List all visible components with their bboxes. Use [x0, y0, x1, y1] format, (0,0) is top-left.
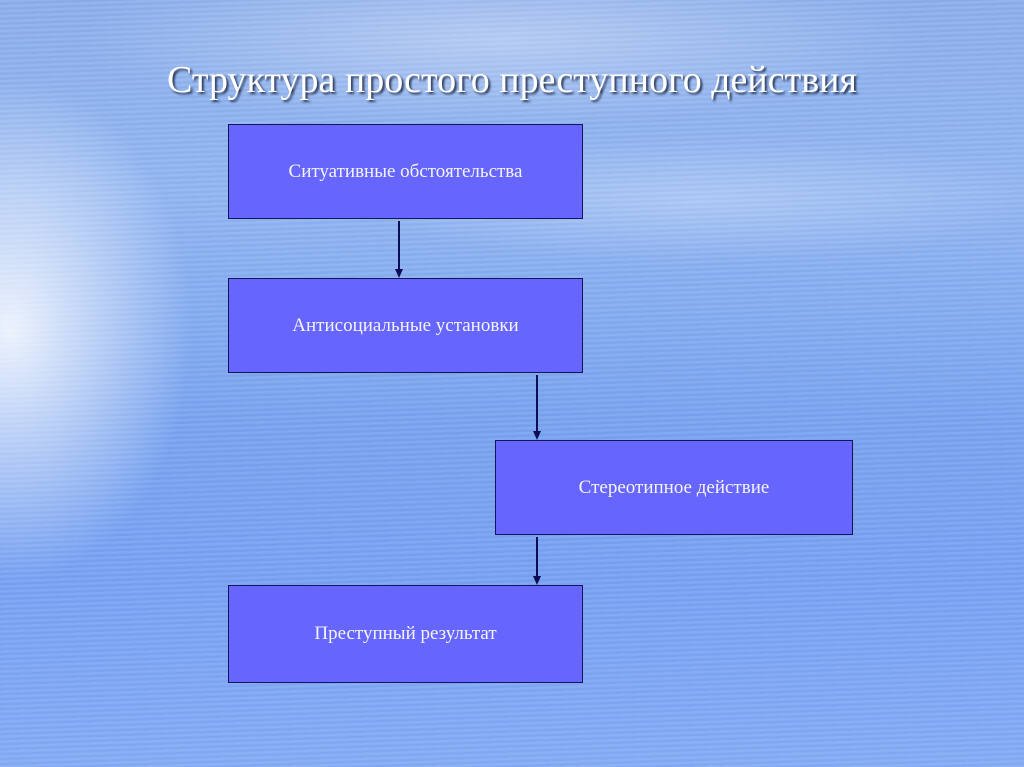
node-situational-circumstances: Ситуативные обстоятельства — [228, 124, 583, 219]
arrow-line-3 — [536, 537, 538, 577]
node-label: Антисоциальные установки — [292, 314, 519, 336]
node-criminal-result: Преступный результат — [228, 585, 583, 683]
node-label: Стереотипное действие — [578, 476, 770, 498]
node-antisocial-attitudes: Антисоциальные установки — [228, 278, 583, 373]
node-label: Преступный результат — [314, 623, 497, 644]
slide-title: Структура простого преступного действия — [167, 59, 857, 101]
node-stereotypical-action: Стереотипное действие — [495, 440, 853, 535]
arrow-line-2 — [536, 375, 538, 432]
node-label: Ситуативные обстоятельства — [288, 160, 523, 182]
arrow-down-icon — [533, 431, 541, 440]
arrow-down-icon — [395, 269, 403, 278]
arrow-down-icon — [533, 576, 541, 585]
arrow-line-1 — [398, 221, 400, 271]
